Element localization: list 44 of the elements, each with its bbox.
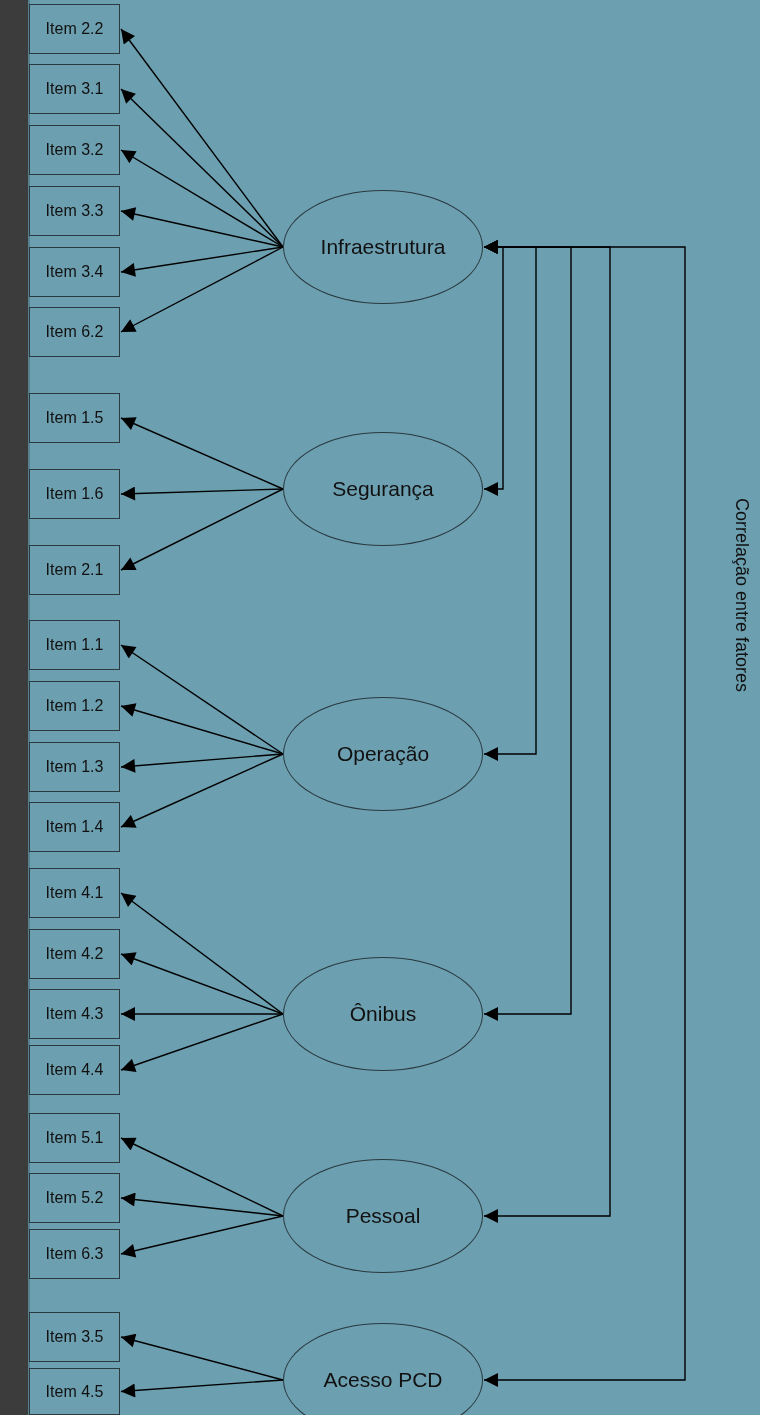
arrow bbox=[120, 488, 284, 571]
arrow bbox=[120, 1137, 284, 1217]
item-box: Item 1.6 bbox=[29, 469, 120, 519]
item-box: Item 5.1 bbox=[29, 1113, 120, 1163]
item-box: Item 1.1 bbox=[29, 620, 120, 670]
item-box: Item 1.3 bbox=[29, 742, 120, 792]
arrow bbox=[120, 1215, 284, 1258]
item-box: Item 5.2 bbox=[29, 1173, 120, 1223]
arrow bbox=[120, 246, 284, 277]
arrow bbox=[120, 1013, 284, 1073]
arrow bbox=[120, 417, 284, 490]
arrow bbox=[120, 1192, 284, 1217]
item-box: Item 4.4 bbox=[29, 1045, 120, 1095]
arrow bbox=[120, 88, 284, 248]
arrow bbox=[120, 246, 284, 333]
item-box: Item 1.2 bbox=[29, 681, 120, 731]
arrow bbox=[120, 1007, 284, 1021]
item-box: Item 6.3 bbox=[29, 1229, 120, 1279]
item-box: Item 3.4 bbox=[29, 247, 120, 297]
item-box: Item 3.2 bbox=[29, 125, 120, 175]
item-box: Item 4.2 bbox=[29, 929, 120, 979]
item-box: Item 2.1 bbox=[29, 545, 120, 595]
item-box: Item 3.5 bbox=[29, 1312, 120, 1362]
item-box: Item 4.1 bbox=[29, 868, 120, 918]
arrow bbox=[120, 28, 284, 248]
arrow bbox=[120, 1379, 284, 1398]
arrow bbox=[120, 149, 284, 248]
item-box: Item 4.3 bbox=[29, 989, 120, 1039]
item-box: Item 6.2 bbox=[29, 307, 120, 357]
item-box: Item 4.5 bbox=[29, 1368, 120, 1415]
item-box: Item 1.5 bbox=[29, 393, 120, 443]
arrow bbox=[483, 240, 686, 1387]
arrow bbox=[120, 952, 284, 1015]
axis-note: Correlação entre fatores bbox=[731, 498, 752, 693]
arrow bbox=[120, 892, 284, 1015]
item-box: Item 3.1 bbox=[29, 64, 120, 114]
arrow bbox=[120, 753, 284, 773]
arrow bbox=[120, 207, 284, 248]
arrow bbox=[120, 753, 284, 828]
item-box: Item 3.3 bbox=[29, 186, 120, 236]
arrow bbox=[120, 644, 284, 755]
arrow bbox=[120, 486, 284, 501]
item-box: Item 2.2 bbox=[29, 4, 120, 54]
item-box: Item 1.4 bbox=[29, 802, 120, 852]
